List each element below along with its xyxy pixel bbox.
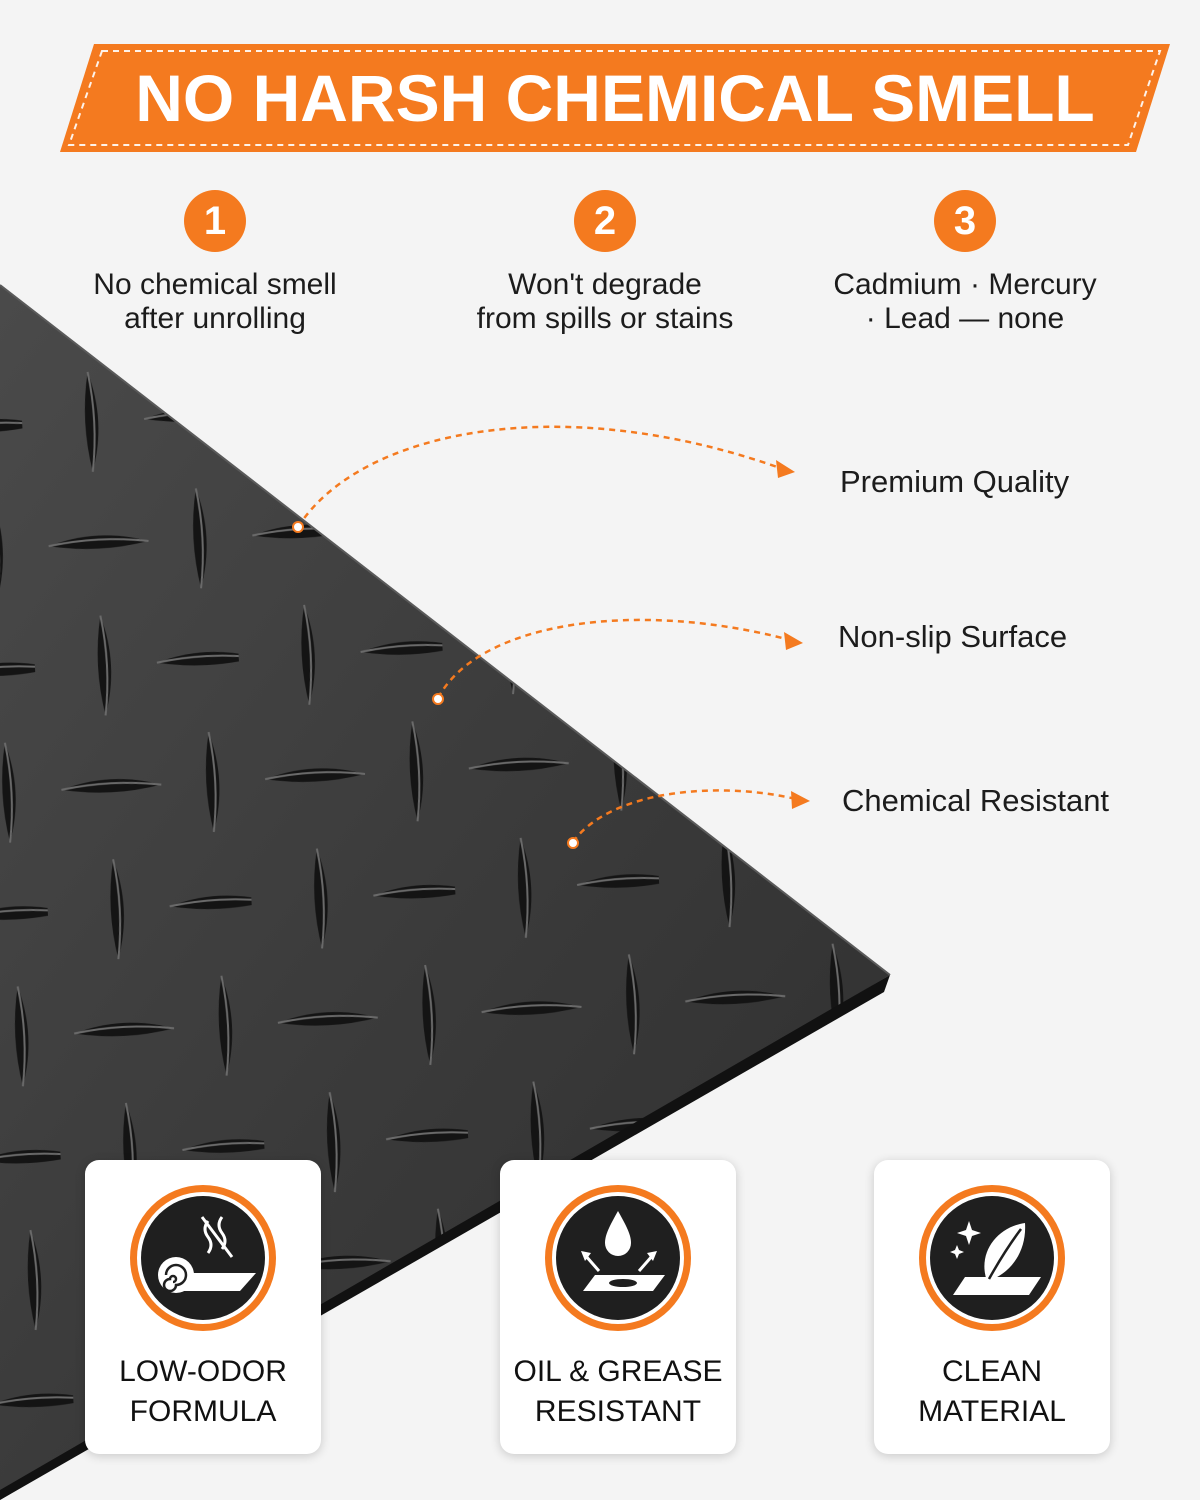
page-title: NO HARSH CHEMICAL SMELL (135, 61, 1095, 135)
feature-label: CLEAN MATERIAL (918, 1355, 1066, 1428)
step-2: 2 Won't degrade from spills or stains (425, 190, 785, 336)
step-description: Cadmium · Mercury · Lead — none (833, 268, 1097, 335)
step-number-badge: 2 (574, 190, 636, 252)
callout-premium-quality: Premium Quality (840, 464, 1070, 499)
oil-drop-repel-icon (545, 1185, 691, 1331)
callout-non-slip-surface: Non-slip Surface (838, 619, 1068, 654)
feature-card-oil-grease: OIL & GREASE RESISTANT (500, 1160, 736, 1454)
feature-label: OIL & GREASE RESISTANT (513, 1355, 723, 1428)
feature-label: LOW-ODOR FORMULA (119, 1355, 287, 1428)
step-description: Won't degrade from spills or stains (476, 268, 734, 335)
step-1: 1 No chemical smell after unrolling (35, 190, 395, 336)
feature-card-low-odor: LOW-ODOR FORMULA (85, 1160, 321, 1454)
callout-chemical-resistant: Chemical Resistant (842, 783, 1110, 818)
step-3: 3 Cadmium · Mercury · Lead — none (785, 190, 1145, 336)
feature-card-clean-material: CLEAN MATERIAL (874, 1160, 1110, 1454)
step-description: No chemical smell after unrolling (93, 268, 337, 335)
title-banner: NO HARSH CHEMICAL SMELL (60, 44, 1170, 152)
rolled-mat-no-odor-icon (130, 1185, 276, 1331)
step-number-badge: 1 (184, 190, 246, 252)
leaf-sparkle-icon (919, 1185, 1065, 1331)
step-number-badge: 3 (934, 190, 996, 252)
